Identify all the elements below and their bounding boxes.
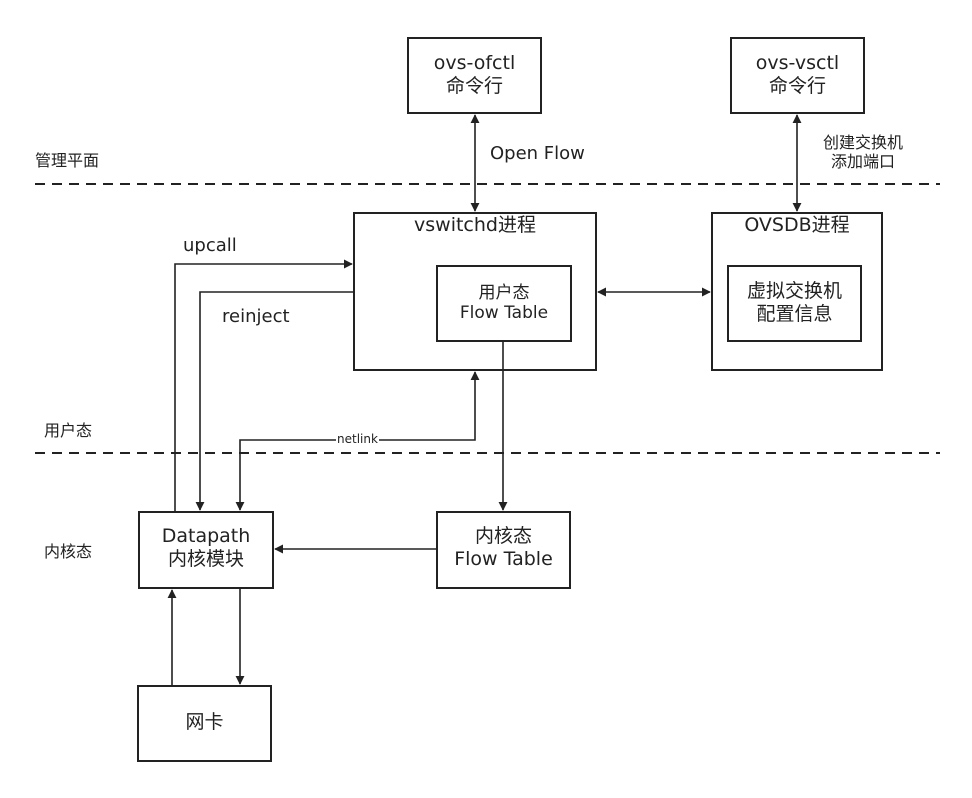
vswitch-config-line1: 虚拟交换机 bbox=[746, 280, 842, 302]
management-plane-label: 管理平面 bbox=[35, 151, 100, 170]
user-flow-table-line2: Flow Table bbox=[459, 303, 549, 324]
ovs-vsctl-subtitle: 命令行 bbox=[768, 74, 826, 97]
user-flow-table-label: 用户态 Flow Table bbox=[437, 283, 571, 324]
vsctl-action-label: 创建交换机 添加端口 bbox=[808, 133, 918, 171]
reinject-label: reinject bbox=[222, 306, 290, 327]
vswitch-config-line2: 配置信息 bbox=[756, 302, 833, 325]
openflow-label: Open Flow bbox=[490, 143, 585, 164]
kernel-flow-table-label: 内核态 Flow Table bbox=[437, 525, 570, 571]
reinject-arrow bbox=[195, 291, 353, 511]
datapath-name: Datapath bbox=[161, 525, 251, 547]
nic-label: 网卡 bbox=[185, 711, 224, 733]
datapath-box bbox=[138, 511, 274, 589]
ovs-ofctl-box bbox=[407, 37, 542, 114]
kernel-flow-table-line1: 内核态 bbox=[474, 525, 532, 547]
user-space-label: 用户态 bbox=[44, 421, 93, 440]
vswitch-config-label: 虚拟交换机 配置信息 bbox=[728, 280, 861, 326]
upcall-label: upcall bbox=[183, 235, 237, 256]
ovs-ofctl-subtitle: 命令行 bbox=[445, 74, 503, 97]
ovs-vsctl-label: ovs-vsctl 命令行 bbox=[731, 52, 864, 98]
kernel-space-label: 内核态 bbox=[44, 542, 93, 561]
vsctl-action-line1: 创建交换机 bbox=[822, 133, 903, 152]
ovs-ofctl-label: ovs-ofctl 命令行 bbox=[408, 52, 541, 98]
user-flow-table-line1: 用户态 bbox=[478, 283, 530, 303]
ovs-vsctl-name: ovs-vsctl bbox=[755, 52, 840, 74]
datapath-subtitle: 内核模块 bbox=[167, 547, 244, 570]
kernel-flow-table-line2: Flow Table bbox=[454, 547, 553, 570]
vswitchd-title: vswitchd进程 bbox=[414, 214, 536, 236]
ovs-ofctl-name: ovs-ofctl bbox=[433, 52, 516, 74]
ovs-vsctl-box bbox=[730, 37, 865, 114]
netlink-label: netlink bbox=[336, 432, 379, 447]
ovsdb-title: OVSDB进程 bbox=[744, 214, 850, 236]
upcall-arrow bbox=[174, 259, 353, 511]
vsctl-action-line2: 添加端口 bbox=[830, 152, 895, 172]
nic-box bbox=[137, 685, 272, 762]
datapath-label: Datapath 内核模块 bbox=[139, 525, 273, 571]
kernel-flow-table-box bbox=[436, 511, 571, 589]
vswitch-config-box bbox=[727, 265, 862, 342]
user-flow-table-box bbox=[436, 265, 572, 342]
